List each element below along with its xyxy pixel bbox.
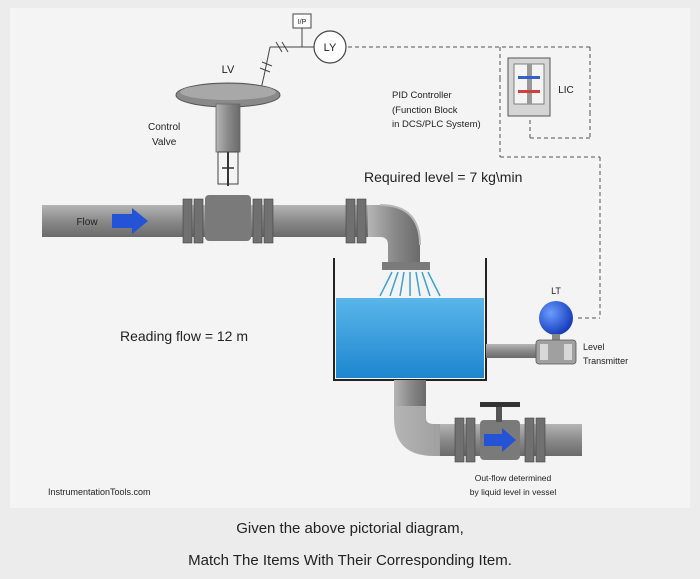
inlet-elbow	[368, 205, 420, 262]
valve-yoke	[215, 103, 241, 153]
outlet-drop	[394, 380, 426, 406]
lt-label: LT	[551, 286, 561, 296]
vessel-liquid	[336, 298, 484, 378]
signal-lines	[348, 46, 601, 319]
question-line2: Match The Items With Their Corresponding…	[188, 552, 512, 569]
outlet-flanges	[454, 417, 546, 463]
actuator-signal	[259, 28, 314, 94]
outlet-valve-handwheel	[480, 402, 520, 407]
outflow-label-line1: Out-flow determined	[475, 473, 552, 483]
diagram-panel	[10, 8, 690, 508]
level-transmitter-label-line1: Level	[583, 342, 605, 352]
required-level-text: Required level = 7 kg\min	[364, 169, 522, 185]
inlet-flow-arrow	[112, 208, 148, 234]
lt-bulb	[539, 301, 573, 335]
controller-scale	[527, 64, 532, 104]
reading-flow-text: Reading flow = 12 m	[120, 328, 248, 344]
inlet-flanges	[182, 198, 367, 244]
lic-label: LIC	[558, 85, 574, 96]
valve-body	[205, 195, 251, 241]
lt-neck	[552, 334, 560, 344]
level-transmitter-label-line2: Transmitter	[583, 356, 628, 366]
flow-label: Flow	[76, 217, 98, 228]
ip-label: I/P	[298, 19, 307, 26]
control-valve-label-line2: Valve	[152, 137, 177, 148]
control-valve-label-line1: Control	[148, 122, 180, 133]
controller-indicator-red	[518, 90, 540, 93]
outlet-valve-stem	[496, 406, 502, 422]
ip-converter-box	[292, 13, 312, 29]
lv-label: LV	[222, 64, 235, 76]
lt-cell-right	[564, 344, 572, 360]
pid-label-line2: (Function Block	[392, 105, 458, 116]
pid-label-line3: in DCS/PLC System)	[392, 119, 481, 130]
outflow-label-line2: by liquid level in vessel	[470, 487, 557, 497]
website-credit: InstrumentationTools.com	[48, 487, 151, 497]
lt-nozzle	[486, 344, 536, 358]
ly-label: LY	[324, 42, 337, 54]
water-spray	[379, 271, 441, 297]
outlet-flow-arrow	[484, 428, 516, 452]
controller-indicator	[518, 76, 540, 79]
pid-label-line1: PID Controller	[392, 90, 452, 101]
spray-nozzle	[382, 262, 430, 270]
ly-bubble	[313, 30, 347, 64]
question-line1: Given the above pictorial diagram,	[236, 520, 464, 537]
elbow-highlight	[379, 204, 421, 246]
lt-cell-left	[540, 344, 548, 360]
valve-actuator-top	[180, 84, 276, 100]
